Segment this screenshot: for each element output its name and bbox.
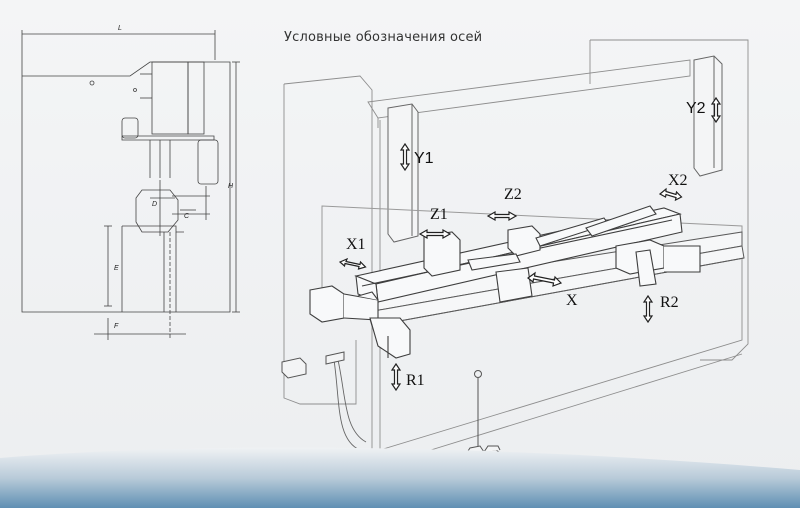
- motion-arrows: [338, 96, 722, 392]
- axis-label-x2: X2: [668, 172, 688, 189]
- floor-pad: [281, 351, 345, 379]
- axis-label-y1: Y1: [414, 150, 434, 167]
- side-profile-drawing: [21, 30, 240, 340]
- axis-label-z2: Z2: [504, 186, 522, 203]
- diagram-caption: Условные обозначения осей: [284, 30, 483, 45]
- axis-label-r2: R2: [660, 294, 679, 311]
- dim-height: H: [228, 183, 234, 190]
- footer-band: [0, 447, 800, 508]
- axis-label-x1: X1: [346, 236, 366, 253]
- axis-label-y2: Y2: [686, 100, 706, 117]
- y2-cylinder: [693, 55, 723, 177]
- dim-d: D: [152, 201, 157, 208]
- left-gauge-finger: [309, 231, 461, 359]
- axis-label-z1: Z1: [430, 206, 448, 223]
- dim-c: C: [184, 213, 190, 220]
- y1-cylinder: [387, 103, 419, 243]
- right-gauge-finger: [585, 205, 701, 287]
- dim-f: F: [114, 323, 119, 330]
- z2-gauge-finger: [467, 217, 609, 303]
- axis-label-r1: R1: [406, 372, 425, 389]
- dim-e: E: [114, 265, 119, 272]
- dim-length: L: [118, 25, 122, 32]
- axis-label-x: X: [566, 292, 578, 309]
